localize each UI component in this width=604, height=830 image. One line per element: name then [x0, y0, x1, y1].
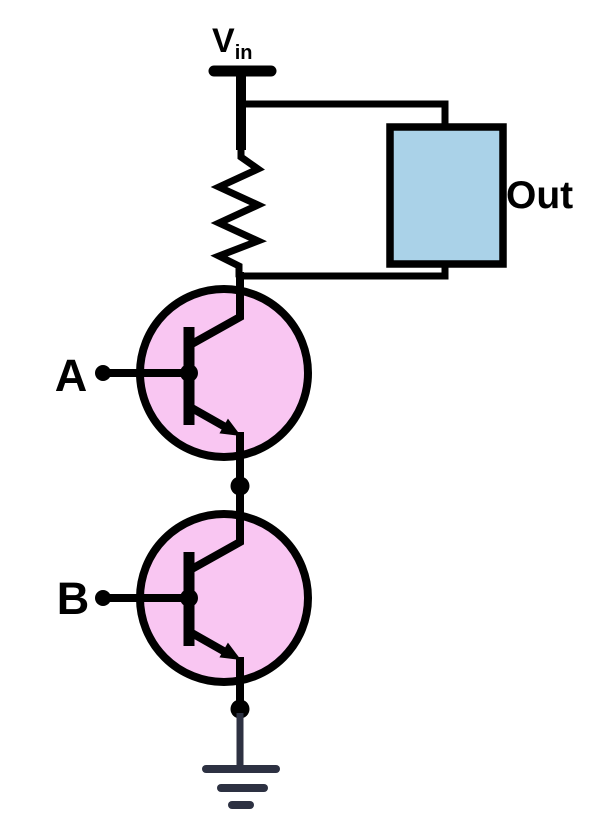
- power-source: Vin: [208, 22, 277, 150]
- q2-emitter-arrow: [219, 642, 241, 660]
- transistor-q2: B: [57, 486, 244, 709]
- input-b-label: B: [57, 573, 90, 624]
- input-a-terminal-dot: [95, 365, 111, 381]
- q1-emitter-wire: [188, 403, 229, 432]
- q2-base-junction-dot: [180, 589, 198, 607]
- output-load-box: [386, 123, 507, 268]
- q1-base-junction-dot: [180, 364, 198, 382]
- ground-symbol: [202, 713, 280, 809]
- output-load: Out: [235, 100, 573, 280]
- q1-collector-wire: [188, 272, 244, 349]
- q1-emitter-arrow: [219, 418, 241, 436]
- pullup-resistor: [210, 142, 267, 277]
- transistor-q1: A: [55, 272, 244, 486]
- load-top-wire: [238, 100, 449, 128]
- q2-collector-wire: [188, 486, 244, 574]
- vin-label: Vin: [212, 22, 252, 64]
- output-label: Out: [506, 174, 573, 217]
- input-a-label: A: [55, 350, 88, 401]
- q2-emitter-wire: [188, 628, 229, 657]
- ground-junction-dot: [230, 699, 250, 719]
- input-b-terminal-dot: [95, 590, 111, 606]
